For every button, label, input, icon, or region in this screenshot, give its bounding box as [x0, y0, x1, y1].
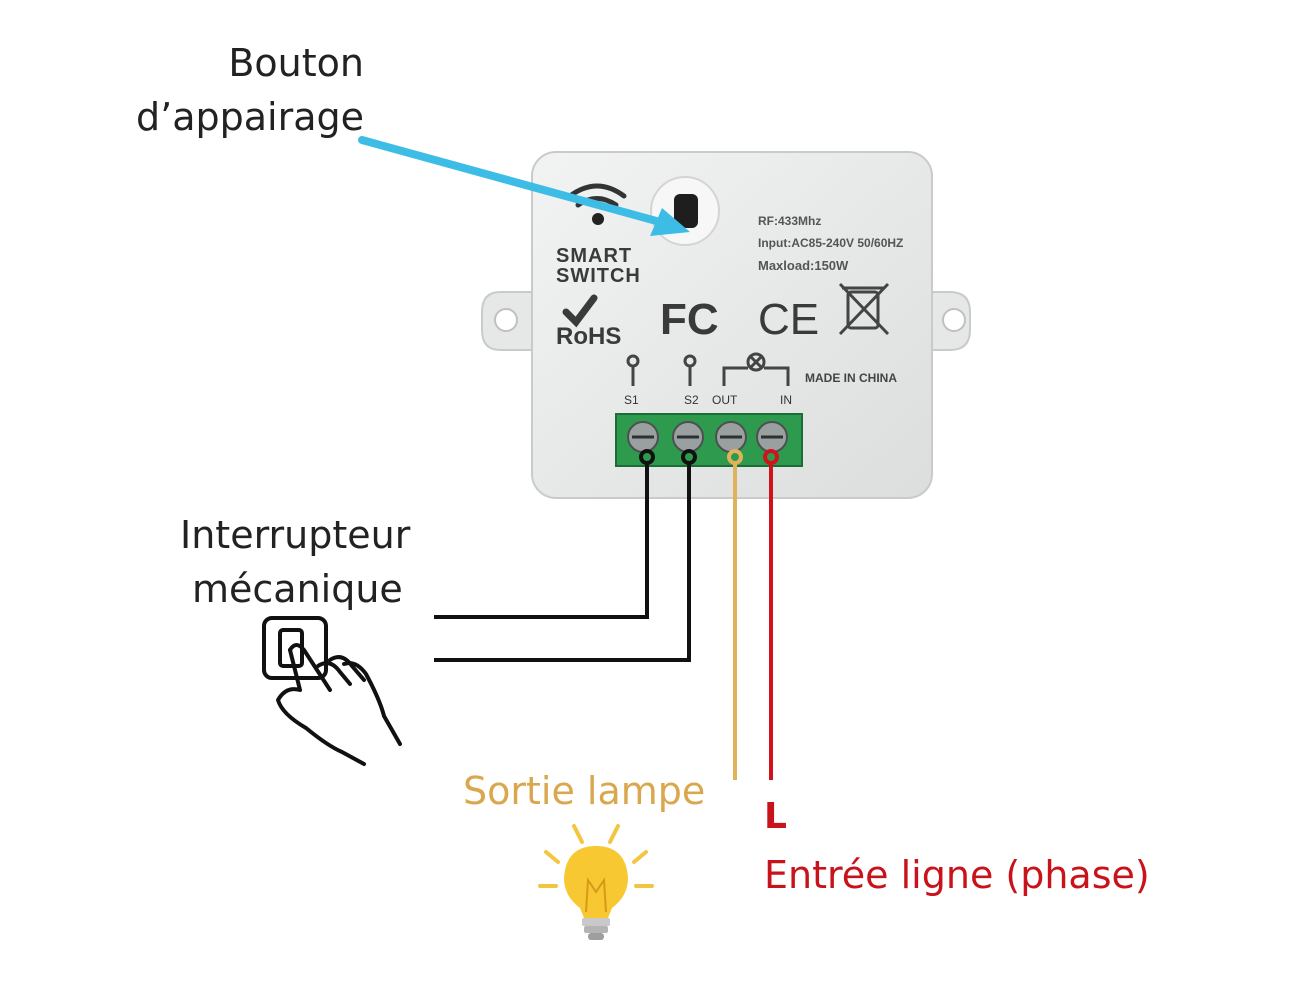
- spec-rf: RF:433Mhz: [758, 214, 821, 228]
- lamp-output-label: Sortie lampe: [463, 769, 706, 813]
- brand-line1: SMART: [556, 245, 632, 267]
- pairing-button-label-line2: d’appairage: [136, 95, 364, 139]
- terminal-block: [615, 413, 803, 467]
- wire-s1: [434, 463, 649, 619]
- spec-maxload: Maxload:150W: [758, 258, 849, 273]
- terminal-label-in: IN: [780, 393, 792, 407]
- light-bulb-icon: [538, 824, 654, 940]
- spec-input: Input:AC85-240V 50/60HZ: [758, 236, 903, 250]
- switch-label-line2: mécanique: [192, 567, 403, 611]
- terminal-label-s2: S2: [684, 393, 699, 407]
- brand-line2: SWITCH: [556, 265, 641, 287]
- wire-s2: [434, 463, 691, 662]
- terminal-label-s1: S1: [624, 393, 639, 407]
- rohs-check-icon: [562, 294, 598, 328]
- cert-ce: CE: [758, 295, 819, 344]
- origin-text: MADE IN CHINA: [805, 371, 897, 385]
- line-letter-label: L: [764, 796, 787, 837]
- cert-rohs: RoHS: [556, 323, 621, 350]
- terminal-markings: [626, 352, 790, 386]
- smart-switch-module: SMART SWITCH RF:433Mhz Input:AC85-240V 5…: [481, 151, 971, 499]
- pairing-arrow: [358, 136, 690, 236]
- weee-bin-icon: [838, 282, 890, 336]
- hand-press-icon: [262, 616, 402, 766]
- terminal-label-out: OUT: [712, 393, 738, 407]
- switch-label-line1: Interrupteur: [180, 513, 411, 557]
- line-input-label: Entrée ligne (phase): [764, 853, 1150, 897]
- cert-fcc: FC: [660, 295, 719, 344]
- pairing-button-label-line1: Bouton: [228, 41, 364, 85]
